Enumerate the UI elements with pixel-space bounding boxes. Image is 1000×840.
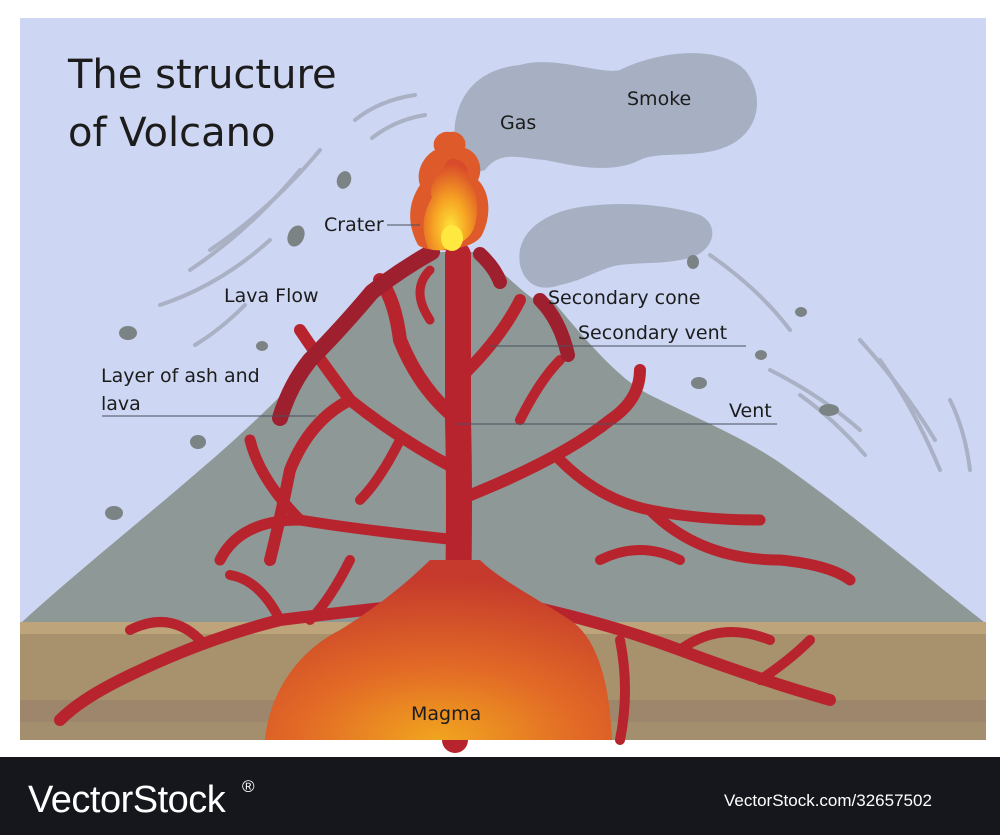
- label-magma: Magma: [411, 703, 481, 725]
- footer-bar: [0, 757, 1000, 835]
- diagram-title-line1: The structure: [67, 52, 337, 98]
- label-layer-line2: lava: [101, 393, 141, 415]
- leader-lines: [102, 224, 777, 425]
- footer-registered-mark: ®: [242, 777, 255, 796]
- footer-brand: VectorStock: [28, 779, 227, 821]
- label-crater: Crater: [324, 214, 384, 236]
- label-secondary-cone: Secondary cone: [548, 287, 700, 309]
- label-lava-flow: Lava Flow: [224, 285, 319, 307]
- smoke-cloud: [454, 53, 757, 288]
- volcanic-bombs: [105, 171, 839, 520]
- diagram-title-line2: of Volcano: [68, 110, 275, 156]
- magma-chamber: [265, 560, 612, 740]
- footer-url: VectorStock.com/32657502: [724, 791, 932, 810]
- wind-streaks: [158, 93, 972, 472]
- label-vent: Vent: [729, 400, 772, 422]
- label-secondary-vent: Secondary vent: [578, 322, 727, 344]
- label-gas: Gas: [500, 112, 536, 134]
- lava-flow-streams: [272, 244, 575, 426]
- label-smoke: Smoke: [627, 88, 691, 110]
- label-layer-line1: Layer of ash and: [101, 365, 260, 387]
- eruption-fire: [410, 131, 489, 251]
